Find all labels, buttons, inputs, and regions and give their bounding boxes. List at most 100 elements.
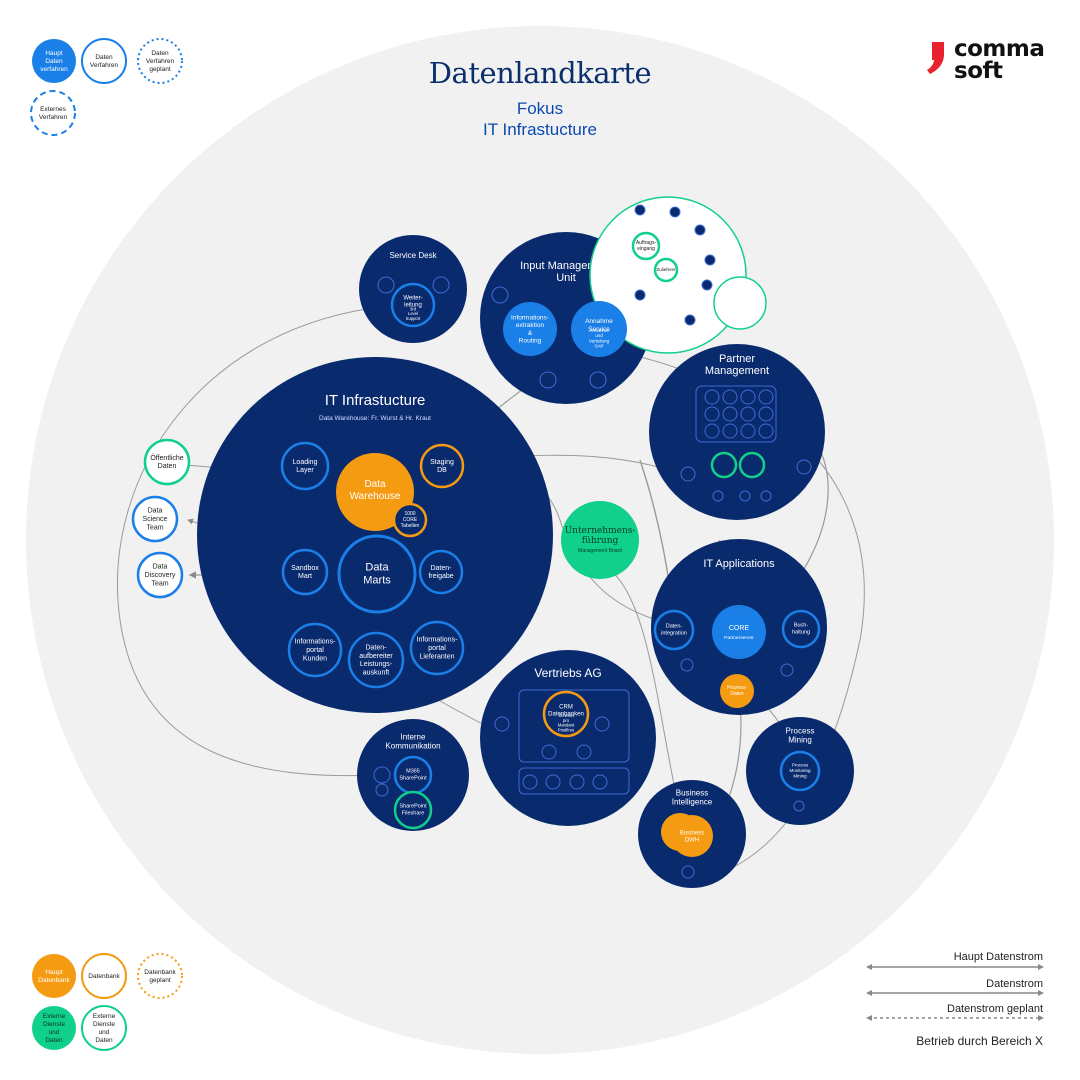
partner-grid-node-0-1 [722, 389, 738, 405]
node-datenfreigabe-label: Daten-freigabe [428, 565, 453, 580]
node-process-monitoring[interactable] [779, 750, 821, 792]
node-crm-datenbanken[interactable] [542, 690, 590, 738]
logo-text-2: soft [954, 58, 1003, 84]
node-sandbox-mart[interactable] [281, 548, 329, 596]
placeholder-node-11 [634, 289, 646, 301]
page-subtitle: Fokus IT Infrastucture [0, 98, 1080, 140]
placeholder-node-5 [634, 204, 646, 216]
legend-db-symbol-outline-orange [81, 953, 127, 999]
legend-db-symbol-dotted-orange [137, 953, 183, 999]
placeholder-node-9 [701, 279, 713, 291]
node-zulieferer[interactable] [653, 257, 679, 283]
area-it-infrastructure-title: IT Infrastucture [325, 392, 426, 409]
node-datenintegration[interactable] [653, 609, 695, 651]
subtitle-line-1: Fokus [516, 99, 564, 118]
node-core-sublabel: Partnerserver [724, 635, 754, 641]
legend-arrow-stream-right-head [1038, 990, 1044, 996]
partner-grid-node-0-0 [704, 389, 720, 405]
legend-symbol-outline-blue [81, 38, 127, 84]
node-datenaufbereiter[interactable] [347, 631, 405, 689]
partner-grid-node-1-2 [740, 406, 756, 422]
node-oeffentliche-daten[interactable] [143, 438, 191, 486]
placeholder-node-18 [780, 663, 794, 677]
placeholder-node-21 [541, 744, 557, 760]
placeholder-node-1 [432, 276, 450, 294]
logo-mark [927, 42, 944, 74]
node-core-tabellen[interactable] [392, 502, 428, 538]
node-bi-dwh[interactable] [671, 815, 713, 857]
node-weiterleitung[interactable] [390, 282, 436, 328]
legend-symbol-dashed-blue [30, 90, 76, 136]
node-infoportal-kunden[interactable] [287, 622, 343, 678]
node-sharepoint-fileshare[interactable] [393, 790, 433, 830]
partner-grid-node-1-1 [722, 406, 738, 422]
placeholder-node-10 [684, 314, 696, 326]
partner-grid-node-2-1 [722, 423, 738, 439]
placeholder-node-23 [522, 774, 538, 790]
node-buchhaltung[interactable] [781, 609, 821, 649]
partner-grid-node-2-2 [740, 423, 756, 439]
node-data-discovery-team[interactable] [136, 551, 184, 599]
subtitle-line-2: IT Infrastucture [482, 120, 597, 139]
placeholder-node-14 [712, 490, 724, 502]
node-partner-portal[interactable] [710, 451, 738, 479]
legend-arrow-planned-left-head [866, 1015, 872, 1021]
node-info-extraktion[interactable] [503, 302, 557, 356]
legend-db-label-1: Datenbank [88, 973, 120, 980]
node-staging-db[interactable] [419, 443, 465, 489]
node-auftragseingang[interactable] [631, 231, 661, 261]
partner-grid-node-1-3 [758, 406, 774, 422]
placeholder-node-0 [377, 276, 395, 294]
legend-symbol-dotted-blue [137, 38, 183, 84]
node-prozessdaten-label: Prozess-Daten [727, 685, 747, 697]
legend-symbol-filled-blue [32, 39, 76, 83]
node-partner-system[interactable] [738, 451, 766, 479]
placeholder-node-12 [680, 466, 696, 482]
node-datenfreigabe[interactable] [418, 549, 464, 595]
legend-main-stream: Haupt Datenstrom [953, 951, 1043, 963]
node-unternehmensfuehrung[interactable] [561, 501, 639, 579]
node-prozessdaten[interactable] [720, 674, 754, 708]
logo-text-1: comma [954, 36, 1045, 62]
placeholder-node-19 [494, 716, 510, 732]
node-data-warehouse[interactable] [336, 453, 414, 531]
node-data-marts[interactable] [337, 534, 417, 614]
area-it-applications-title: IT Applications [703, 558, 775, 570]
placeholder-node-3 [589, 371, 607, 389]
node-infoportal-lieferanten[interactable] [409, 620, 465, 676]
node-data-science-team[interactable] [131, 495, 179, 543]
node-loading-layer[interactable] [280, 441, 330, 491]
placeholder-node-26 [592, 774, 608, 790]
node-annahme-service[interactable] [571, 301, 627, 357]
placeholder-node-4 [539, 371, 557, 389]
node-core[interactable] [712, 605, 766, 659]
placeholder-node-17 [680, 658, 694, 672]
partner-grid-node-2-3 [758, 423, 774, 439]
placeholder-node-2 [491, 286, 509, 304]
placeholder-node-6 [669, 206, 681, 218]
node-unternehmensfuehrung-text: Unternehmens-führung [565, 526, 636, 546]
